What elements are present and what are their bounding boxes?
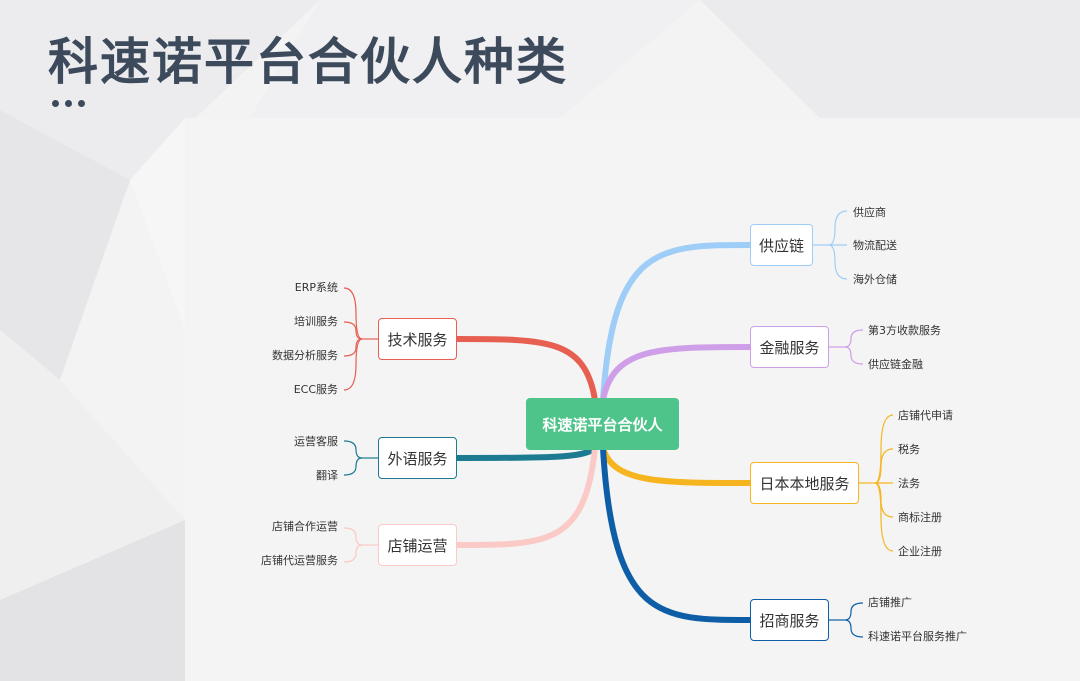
branch-connector-invest bbox=[600, 445, 753, 623]
title-dots-decoration bbox=[52, 100, 85, 107]
branch-node-finance: 金融服务 bbox=[750, 326, 829, 368]
mindmap-connectors bbox=[343, 210, 894, 638]
leaf-supplier: 供应商 bbox=[853, 206, 886, 219]
leaf-connector-local-1 bbox=[874, 448, 894, 484]
leaf-overseas-warehouse: 海外仓储 bbox=[853, 273, 897, 286]
leaf-data-analysis: 数据分析服务 bbox=[272, 349, 338, 362]
branch-node-local-services: 日本本地服务 bbox=[750, 462, 859, 504]
branch-node-language: 外语服务 bbox=[378, 437, 457, 479]
leaf-platform-promotion: 科速诺平台服务推广 bbox=[868, 630, 967, 643]
leaf-company-registration: 企业注册 bbox=[898, 545, 942, 558]
branch-node-store-ops: 店铺运营 bbox=[378, 524, 457, 566]
leaf-connector-store-0 bbox=[343, 527, 363, 546]
leaf-store-agency-ops: 店铺代运营服务 bbox=[261, 554, 338, 567]
branch-connector-local bbox=[600, 445, 753, 486]
branch-node-tech: 技术服务 bbox=[378, 318, 457, 360]
leaf-connector-local-3 bbox=[874, 482, 894, 518]
leaf-connector-supply-0 bbox=[828, 210, 848, 246]
leaf-connector-local-0 bbox=[874, 414, 894, 484]
leaf-connector-tech-0 bbox=[343, 287, 363, 340]
leaf-trademark: 商标注册 bbox=[898, 511, 942, 524]
leaf-supply-chain-finance: 供应链金融 bbox=[868, 358, 923, 371]
leaf-connector-finance-1 bbox=[844, 346, 864, 365]
leaf-connector-lang-1 bbox=[343, 457, 363, 476]
leaf-store-cooperation: 店铺合作运营 bbox=[272, 520, 338, 533]
leaf-legal: 法务 bbox=[898, 477, 920, 490]
branch-connector-store bbox=[454, 445, 598, 548]
branch-connector-supply bbox=[600, 242, 753, 403]
leaf-erp: ERP系统 bbox=[294, 281, 338, 294]
leaf-connector-finance-0 bbox=[844, 329, 864, 348]
branch-connector-tech bbox=[454, 336, 598, 403]
leaf-training: 培训服务 bbox=[294, 315, 338, 328]
leaf-third-party-payment: 第3方收款服务 bbox=[868, 324, 941, 337]
leaf-logistics: 物流配送 bbox=[853, 239, 897, 252]
leaf-connector-tech-3 bbox=[343, 338, 363, 391]
leaf-connector-lang-0 bbox=[343, 440, 363, 459]
leaf-translation: 翻译 bbox=[316, 469, 338, 482]
leaf-store-promotion: 店铺推广 bbox=[868, 596, 912, 609]
branch-node-supply: 供应链 bbox=[750, 224, 813, 266]
leaf-customer-service: 运营客服 bbox=[294, 435, 338, 448]
center-node: 科速诺平台合伙人 bbox=[526, 398, 679, 450]
leaf-connector-invest-1 bbox=[844, 619, 864, 638]
mindmap-canvas: 科速诺平台合伙人 供应链 金融服务 日本本地服务 招商服务 技术服务 外语服务 … bbox=[185, 118, 1080, 681]
leaf-connector-invest-0 bbox=[844, 602, 864, 621]
page-title: 科速诺平台合伙人种类 bbox=[48, 33, 568, 91]
leaf-connector-store-1 bbox=[343, 544, 363, 563]
leaf-ecc: ECC服务 bbox=[293, 383, 338, 396]
leaf-connector-tech-2 bbox=[343, 338, 363, 357]
branch-node-investment: 招商服务 bbox=[750, 599, 829, 641]
branch-connector-lang bbox=[454, 445, 598, 461]
leaf-connector-tech-1 bbox=[343, 321, 363, 340]
leaf-connector-local-4 bbox=[874, 482, 894, 552]
branch-connector-finance bbox=[600, 344, 753, 403]
leaf-connector-supply-2 bbox=[828, 244, 848, 280]
leaf-tax: 税务 bbox=[898, 443, 920, 456]
leaf-store-application: 店铺代申请 bbox=[898, 409, 953, 422]
